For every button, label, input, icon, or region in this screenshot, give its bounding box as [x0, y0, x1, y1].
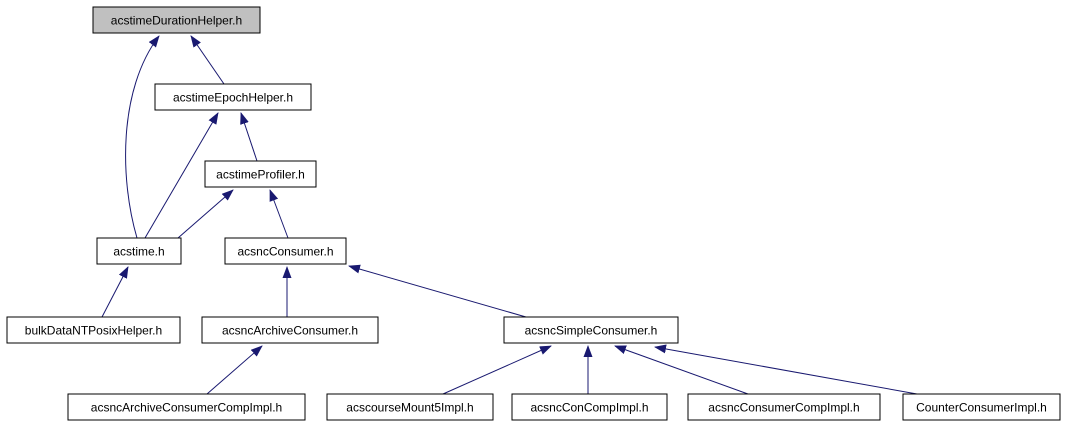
node-label-bulkDataNTPosixHelper: bulkDataNTPosixHelper.h — [25, 324, 162, 338]
node-box-acstimeDurationHelper[interactable] — [92, 6, 261, 34]
edge-acstimeEpochHelper-to-acstimeDurationHelper — [190, 35, 225, 85]
node-bulkDataNTPosixHelper[interactable]: bulkDataNTPosixHelper.h — [6, 316, 181, 344]
node-acstimeDurationHelper[interactable]: acstimeDurationHelper.h — [92, 6, 261, 34]
node-label-acstimeDurationHelper: acstimeDurationHelper.h — [111, 14, 242, 28]
edge-acstime-to-acstimeProfiler — [177, 189, 234, 239]
node-CounterConsumerImpl[interactable]: CounterConsumerImpl.h — [902, 393, 1061, 421]
node-box-acstime[interactable] — [96, 237, 182, 265]
node-box-acscourseMount5Impl[interactable] — [326, 393, 494, 421]
edge-acstime-to-acstimeEpochHelper — [144, 112, 219, 239]
node-acsncConCompImpl[interactable]: acsncConCompImpl.h — [511, 393, 668, 421]
edge-acsncArchiveConsumerCompImpl-to-acsncArchiveConsumer — [206, 345, 263, 395]
node-acscourseMount5Impl[interactable]: acscourseMount5Impl.h — [326, 393, 494, 421]
node-label-acstimeEpochHelper: acstimeEpochHelper.h — [173, 91, 293, 105]
node-acstime[interactable]: acstime.h — [96, 237, 182, 265]
node-label-acsncArchiveConsumer: acsncArchiveConsumer.h — [222, 324, 358, 338]
node-label-acsncConsumer: acsncConsumer.h — [237, 245, 333, 259]
node-acsncConsumer[interactable]: acsncConsumer.h — [224, 237, 347, 265]
node-acstimeProfiler[interactable]: acstimeProfiler.h — [204, 160, 317, 188]
node-box-acsncArchiveConsumerCompImpl[interactable] — [67, 393, 306, 421]
node-box-bulkDataNTPosixHelper[interactable] — [6, 316, 181, 344]
edge-acsncSimpleConsumer-to-acsncConsumer — [348, 264, 527, 318]
node-label-CounterConsumerImpl: CounterConsumerImpl.h — [916, 401, 1047, 415]
node-acsncArchiveConsumer[interactable]: acsncArchiveConsumer.h — [201, 316, 379, 344]
node-acsncConsumerCompImpl[interactable]: acsncConsumerCompImpl.h — [687, 393, 881, 421]
edge-layer — [101, 35, 918, 395]
node-label-acscourseMount5Impl: acscourseMount5Impl.h — [346, 401, 473, 415]
node-label-acsncSimpleConsumer: acsncSimpleConsumer.h — [525, 324, 658, 338]
node-box-acstimeEpochHelper[interactable] — [154, 83, 312, 111]
node-box-CounterConsumerImpl[interactable] — [902, 393, 1061, 421]
edge-bulkDataNTPosixHelper-to-acstime — [101, 266, 129, 318]
edge-acsncConsumer-to-acstimeProfiler — [269, 189, 289, 239]
node-label-acsncArchiveConsumerCompImpl: acsncArchiveConsumerCompImpl.h — [91, 401, 282, 415]
edge-acsncConsumerCompImpl-to-acsncSimpleConsumer — [614, 345, 749, 395]
node-box-acsncConCompImpl[interactable] — [511, 393, 668, 421]
node-label-acsncConCompImpl: acsncConCompImpl.h — [530, 401, 648, 415]
edge-acstime-to-acstimeDurationHelper — [125, 35, 160, 239]
node-acsncArchiveConsumerCompImpl[interactable]: acsncArchiveConsumerCompImpl.h — [67, 393, 306, 421]
node-label-acstimeProfiler: acstimeProfiler.h — [216, 168, 305, 182]
edge-acscourseMount5Impl-to-acsncSimpleConsumer — [442, 345, 552, 395]
node-layer: acstimeDurationHelper.h acstimeEpochHelpe… — [6, 6, 1061, 421]
edge-CounterConsumerImpl-to-acsncSimpleConsumer — [654, 344, 918, 395]
edge-acstimeProfiler-to-acstimeEpochHelper — [240, 112, 258, 162]
node-label-acsncConsumerCompImpl: acsncConsumerCompImpl.h — [708, 401, 859, 415]
node-box-acstimeProfiler[interactable] — [204, 160, 317, 188]
node-box-acsncArchiveConsumer[interactable] — [201, 316, 379, 344]
node-box-acsncConsumer[interactable] — [224, 237, 347, 265]
node-label-acstime: acstime.h — [113, 245, 164, 259]
node-box-acsncSimpleConsumer[interactable] — [503, 316, 679, 344]
node-acstimeEpochHelper[interactable]: acstimeEpochHelper.h — [154, 83, 312, 111]
node-box-acsncConsumerCompImpl[interactable] — [687, 393, 881, 421]
node-acsncSimpleConsumer[interactable]: acsncSimpleConsumer.h — [503, 316, 679, 344]
